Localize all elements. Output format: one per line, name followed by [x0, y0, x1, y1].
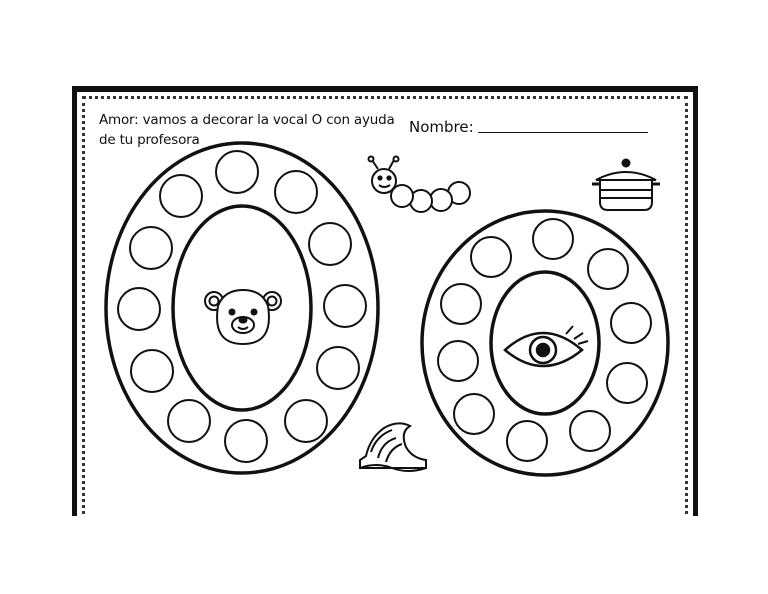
decor-circle[interactable] — [308, 222, 352, 266]
small-letter-o — [420, 209, 670, 477]
decor-circle[interactable] — [274, 170, 318, 214]
pot-icon — [592, 158, 660, 211]
decor-circle[interactable] — [470, 236, 512, 278]
caterpillar-icon — [367, 155, 471, 213]
decor-circle[interactable] — [215, 150, 259, 194]
decor-circle[interactable] — [284, 399, 328, 443]
decor-circle[interactable] — [587, 248, 629, 290]
name-write-line[interactable] — [477, 132, 648, 133]
decor-circle[interactable] — [610, 302, 652, 344]
big-letter-o — [104, 141, 380, 475]
eye-icon — [503, 325, 589, 368]
decor-circle[interactable] — [129, 226, 173, 270]
big-o-inner — [171, 204, 313, 412]
small-o-dot-circles — [437, 218, 652, 462]
decor-circle[interactable] — [506, 420, 548, 462]
decor-circle[interactable] — [453, 393, 495, 435]
decor-circle[interactable] — [159, 174, 203, 218]
name-label: Nombre: — [409, 118, 474, 136]
decor-circle[interactable] — [117, 287, 161, 331]
instruction-line-2: de tu profesora — [99, 132, 200, 148]
small-o-outer — [420, 209, 670, 477]
decor-circle[interactable] — [532, 218, 574, 260]
bear-icon — [204, 288, 282, 346]
decor-circle[interactable] — [440, 283, 482, 325]
decor-circle[interactable] — [167, 399, 211, 443]
decor-circle[interactable] — [569, 410, 611, 452]
instruction-line-1: Amor: vamos a decorar la vocal O con ayu… — [99, 112, 395, 128]
big-o-outer — [104, 141, 380, 475]
decor-circle[interactable] — [323, 284, 367, 328]
decor-circle[interactable] — [316, 346, 360, 390]
decor-circle[interactable] — [606, 362, 648, 404]
instruction-text: Amor: vamos a decorar la vocal O con ayu… — [99, 110, 399, 150]
decor-circle[interactable] — [437, 340, 479, 382]
dotted-border — [82, 96, 688, 516]
decor-circle[interactable] — [130, 349, 174, 393]
wave-icon — [359, 422, 427, 472]
decor-circle[interactable] — [224, 419, 268, 463]
big-o-dot-circles — [117, 150, 367, 463]
name-field[interactable]: Nombre: — [409, 118, 648, 136]
small-o-inner — [489, 270, 601, 416]
